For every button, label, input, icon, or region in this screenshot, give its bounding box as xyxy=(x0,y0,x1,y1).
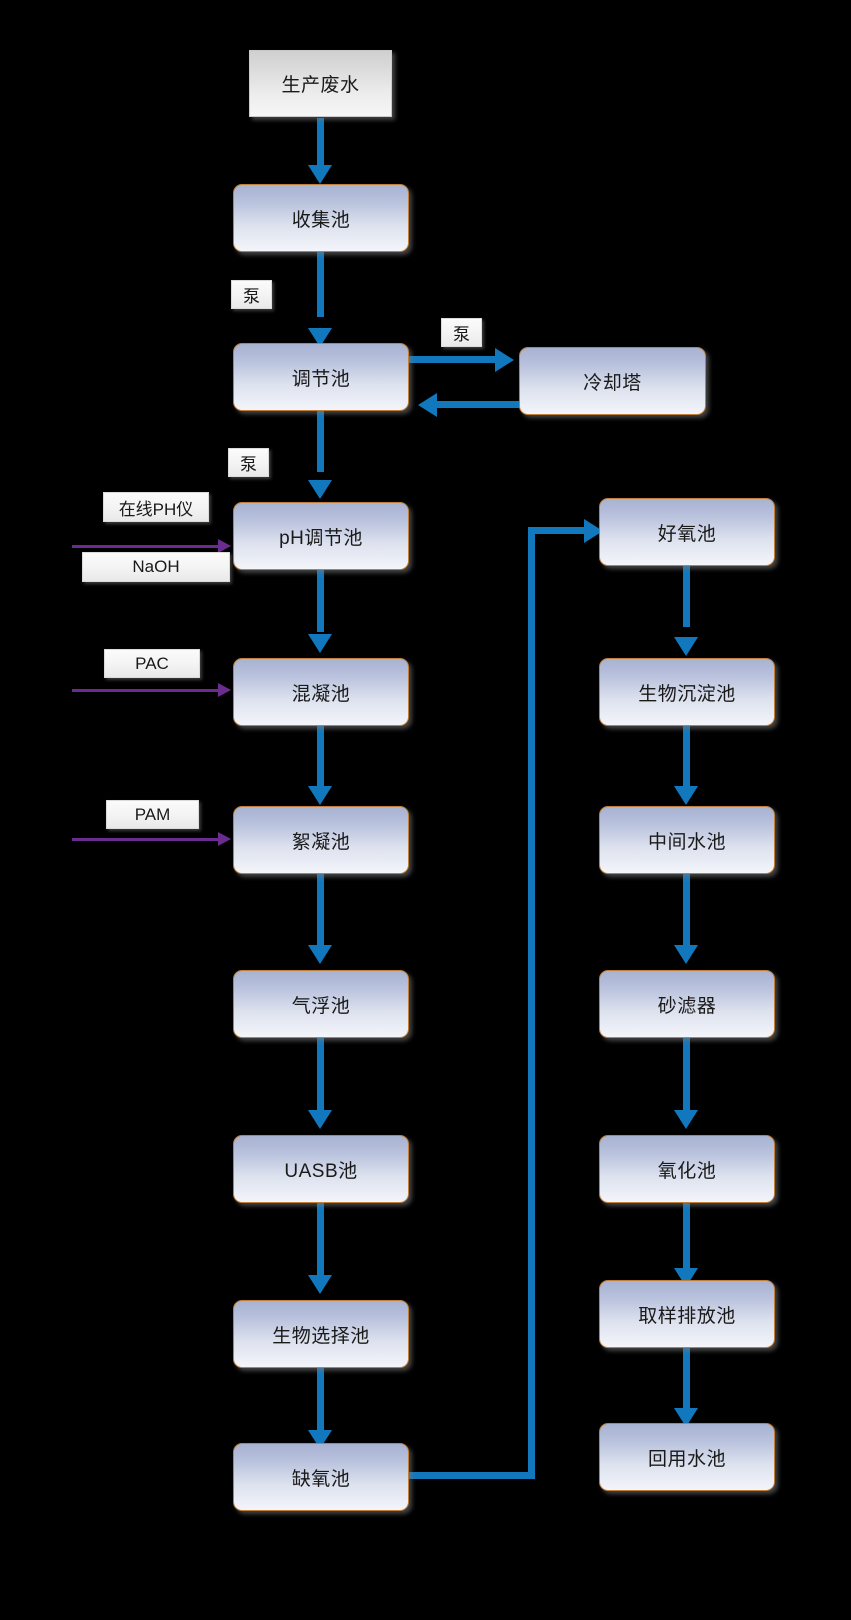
edge-sampling-to-reuse-arrow xyxy=(674,1408,698,1427)
node-oxidation-tank[interactable]: 氧化池 xyxy=(599,1135,775,1203)
edge-pam-to-flocculation-line xyxy=(72,838,220,841)
edge-anoxic-to-aerobic-segment-right xyxy=(405,1472,535,1479)
edge-source-to-collection-line xyxy=(317,118,324,170)
node-anoxic-tank[interactable]: 缺氧池 xyxy=(233,1443,409,1511)
edge-equalization-to-ph-arrow xyxy=(308,480,332,499)
edge-sandfilter-to-oxidation-arrow xyxy=(674,1110,698,1129)
edge-source-to-collection-arrow xyxy=(308,165,332,184)
edge-ph-to-coagulation-line xyxy=(317,570,324,632)
node-equalization-tank[interactable]: 调节池 xyxy=(233,343,409,411)
tag-pump-equalization-to-cooling[interactable]: 泵 xyxy=(441,318,482,347)
edge-anoxic-to-aerobic-segment-up xyxy=(528,527,535,1475)
edge-equalization-to-ph-line xyxy=(317,410,324,472)
node-bio-selector-tank[interactable]: 生物选择池 xyxy=(233,1300,409,1368)
edge-settling-to-intermediate-line xyxy=(683,726,690,788)
edge-settling-to-intermediate-arrow xyxy=(674,786,698,805)
edge-sandfilter-to-oxidation-line xyxy=(683,1038,690,1116)
node-cooling-tower[interactable]: 冷却塔 xyxy=(519,347,706,415)
edge-uasb-to-selector-line xyxy=(317,1203,324,1281)
edge-selector-to-anoxic-line xyxy=(317,1368,324,1430)
edge-cooling-to-equalization-line xyxy=(437,401,525,408)
node-ph-adjust-tank[interactable]: pH调节池 xyxy=(233,502,409,570)
node-coagulation-tank[interactable]: 混凝池 xyxy=(233,658,409,726)
edge-flocculation-to-flotation-line xyxy=(317,873,324,948)
tag-naoh-dosing[interactable]: NaOH xyxy=(82,552,230,582)
edge-uasb-to-selector-arrow xyxy=(308,1275,332,1294)
edge-cooling-to-equalization-arrow xyxy=(418,393,437,417)
node-intermediate-tank[interactable]: 中间水池 xyxy=(599,806,775,874)
edge-equalization-to-cooling-line xyxy=(405,356,497,363)
edge-sampling-to-reuse-line xyxy=(683,1348,690,1410)
edge-pam-to-flocculation-arrow xyxy=(218,832,231,846)
node-uasb-tank[interactable]: UASB池 xyxy=(233,1135,409,1203)
node-bio-settling-tank[interactable]: 生物沉淀池 xyxy=(599,658,775,726)
node-sand-filter[interactable]: 砂滤器 xyxy=(599,970,775,1038)
edge-ph-to-coagulation-arrow xyxy=(308,634,332,653)
edge-anoxic-to-aerobic-segment-into-aerobic xyxy=(528,527,590,534)
edge-collection-to-equalization-line xyxy=(317,251,324,317)
node-reuse-water-tank[interactable]: 回用水池 xyxy=(599,1423,775,1491)
node-flocculation-tank[interactable]: 絮凝池 xyxy=(233,806,409,874)
node-sampling-outlet-tank[interactable]: 取样排放池 xyxy=(599,1280,775,1348)
edge-equalization-to-cooling-arrow xyxy=(495,348,514,372)
tag-pump-equalization-to-ph[interactable]: 泵 xyxy=(228,448,269,477)
edge-flotation-to-uasb-line xyxy=(317,1038,324,1116)
edge-intermediate-to-sandfilter-line xyxy=(683,873,690,948)
edge-anoxic-to-aerobic-arrow xyxy=(584,519,603,543)
edge-flotation-to-uasb-arrow xyxy=(308,1110,332,1129)
edge-pac-to-coagulation-arrow xyxy=(218,683,231,697)
edge-coagulation-to-flocculation-line xyxy=(317,726,324,788)
edge-oxidation-to-sampling-line xyxy=(683,1203,690,1275)
node-source-wastewater[interactable]: 生产废水 xyxy=(249,50,392,117)
edge-intermediate-to-sandfilter-arrow xyxy=(674,945,698,964)
node-flotation-tank[interactable]: 气浮池 xyxy=(233,970,409,1038)
edge-aerobic-to-settling-line xyxy=(683,565,690,627)
tag-online-ph-meter[interactable]: 在线PH仪 xyxy=(103,492,209,522)
edge-phmeter-to-ph-arrow xyxy=(218,539,231,553)
edge-aerobic-to-settling-arrow xyxy=(674,637,698,656)
tag-pump-collection-to-equalization[interactable]: 泵 xyxy=(231,280,272,309)
edge-collection-to-equalization-arrow xyxy=(308,328,332,347)
edge-coagulation-to-flocculation-arrow xyxy=(308,786,332,805)
tag-pam-dosing[interactable]: PAM xyxy=(106,800,199,829)
tag-pac-dosing[interactable]: PAC xyxy=(104,649,200,678)
edge-flocculation-to-flotation-arrow xyxy=(308,945,332,964)
node-aerobic-tank[interactable]: 好氧池 xyxy=(599,498,775,566)
edge-pac-to-coagulation-line xyxy=(72,689,220,692)
edge-phmeter-to-ph-line xyxy=(72,545,220,548)
node-collection-tank[interactable]: 收集池 xyxy=(233,184,409,252)
